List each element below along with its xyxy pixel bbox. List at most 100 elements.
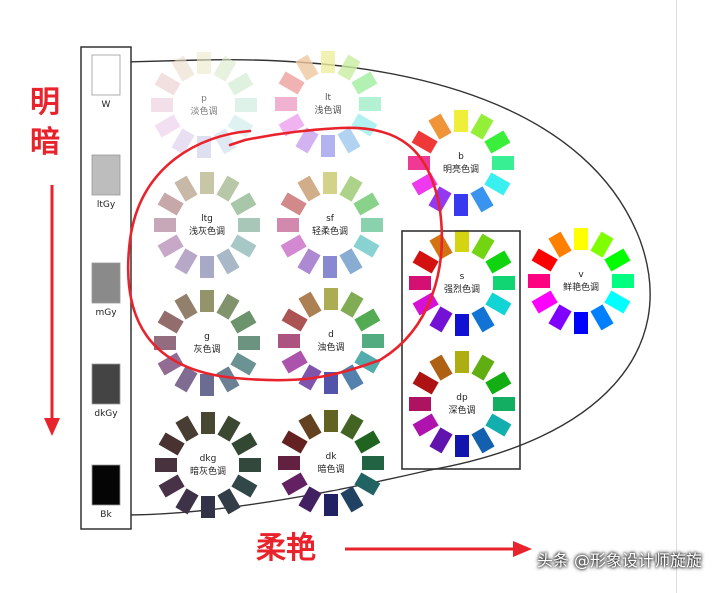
tone-swatch <box>216 248 240 275</box>
tone-swatch <box>277 218 299 232</box>
gray-swatch-bk <box>91 464 121 506</box>
tone-swatch <box>158 474 185 498</box>
tone-swatch <box>154 72 181 96</box>
tone-swatch <box>428 113 452 140</box>
tone-swatch <box>353 192 380 216</box>
tone-swatch <box>324 410 338 432</box>
tone-swatch <box>412 413 439 437</box>
tone-swatch <box>230 352 257 376</box>
tone-swatch <box>492 156 514 170</box>
tone-name: 暗色调 <box>317 463 344 475</box>
tone-swatch <box>604 290 631 314</box>
tone-swatch <box>295 127 319 154</box>
tone-swatch <box>175 415 199 442</box>
soft-vivid-arrow-head <box>513 541 532 557</box>
tone-swatch <box>590 304 614 331</box>
tone-swatch <box>278 456 300 470</box>
tone-swatch <box>323 172 337 194</box>
bright-label: 明 <box>30 85 60 120</box>
tone-name: 灰色调 <box>193 343 220 355</box>
tone-swatch <box>174 366 198 393</box>
tone-swatch <box>278 334 300 348</box>
tone-swatch <box>154 336 176 350</box>
tone-swatch <box>340 486 364 513</box>
tone-swatch <box>429 306 453 333</box>
tone-swatch <box>157 234 184 258</box>
tone-code: b <box>458 152 464 162</box>
tone-swatch <box>574 228 588 250</box>
tone-code: dk <box>326 452 338 462</box>
tone-swatch <box>230 310 257 334</box>
tone-swatch <box>174 248 198 275</box>
tone-swatch <box>548 304 572 331</box>
tone-swatch <box>455 314 469 336</box>
strong-deep-frame <box>401 230 521 470</box>
tone-code: d <box>328 330 334 340</box>
tone-swatch <box>157 192 184 216</box>
tone-swatch <box>493 397 515 411</box>
tone-name: 淡色调 <box>190 105 217 117</box>
tone-swatch <box>200 374 214 396</box>
tone-center <box>304 436 358 490</box>
gray-scale-frame <box>80 46 132 530</box>
tone-swatch <box>485 371 512 395</box>
tone-swatch <box>217 488 241 515</box>
tone-swatch <box>323 256 337 278</box>
tone-code: v <box>578 270 584 280</box>
page-edge-line <box>676 0 677 593</box>
tone-swatch <box>454 110 468 132</box>
tone-swatch <box>412 371 439 395</box>
gray-swatch-ltgy <box>91 154 121 196</box>
tone-swatch <box>281 350 308 374</box>
tone-swatch <box>227 72 254 96</box>
tone-name: 明亮色调 <box>443 163 479 175</box>
tone-swatch <box>151 98 173 112</box>
tone-center <box>177 78 231 132</box>
tone-swatch <box>324 372 338 394</box>
tone-swatch <box>485 250 512 274</box>
red-highlight-loop <box>126 126 444 382</box>
gray-swatch-w <box>91 54 121 96</box>
tone-swatch <box>154 114 181 138</box>
tone-swatch <box>455 435 469 457</box>
tone-swatch <box>354 350 381 374</box>
tone-center <box>180 316 234 370</box>
tone-code: p <box>201 94 207 104</box>
tone-center <box>304 314 358 368</box>
tone-swatch <box>171 55 195 82</box>
tone-swatch <box>412 250 439 274</box>
tone-swatch <box>280 234 307 258</box>
tone-swatch <box>238 218 260 232</box>
tone-swatch <box>429 354 453 381</box>
gray-label-mgy: mGy <box>95 308 117 318</box>
tone-swatch <box>230 234 257 258</box>
tone-swatch <box>171 128 195 155</box>
tone-swatch <box>340 291 364 318</box>
tone-swatch <box>454 194 468 216</box>
tone-center <box>303 198 357 252</box>
tone-swatch <box>493 276 515 290</box>
tone-swatch <box>429 427 453 454</box>
gray-label-ltgy: ltGy <box>97 200 116 210</box>
tone-swatch <box>175 488 199 515</box>
tone-swatch <box>235 98 257 112</box>
tone-swatch <box>298 291 322 318</box>
tone-swatch <box>354 430 381 454</box>
tone-code: g <box>204 332 210 342</box>
tone-code: s <box>460 272 465 282</box>
tone-name: 浅灰色调 <box>189 225 225 237</box>
tone-swatch <box>339 248 363 275</box>
tone-swatch <box>324 288 338 310</box>
tone-swatch <box>428 186 452 213</box>
tone-swatch <box>201 412 215 434</box>
tone-swatch <box>471 354 495 381</box>
tone-swatch <box>174 293 198 320</box>
tone-center <box>181 438 235 492</box>
tone-swatch <box>340 413 364 440</box>
tone-swatch <box>216 175 240 202</box>
